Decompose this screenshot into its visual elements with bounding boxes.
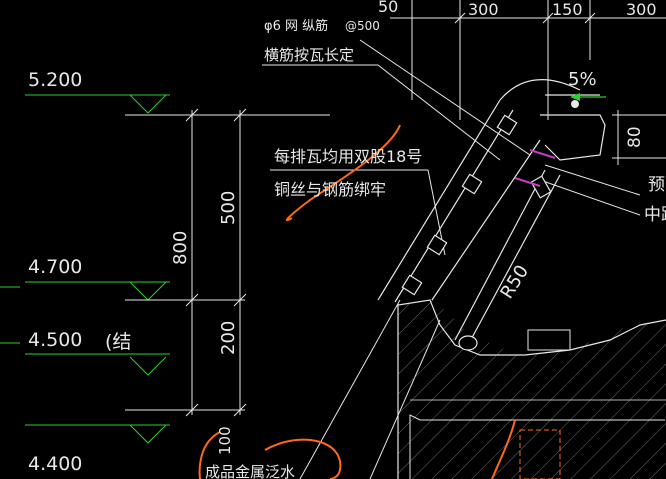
slope-arrow: [570, 93, 606, 108]
elevation-label-5200: 5.200: [28, 69, 82, 91]
top-dimensions: [390, 0, 666, 120]
right-dim-80: 80: [625, 126, 645, 148]
elevation-triangle-5200: [129, 94, 167, 114]
elevation-triangle-4400: [129, 424, 167, 444]
note-rebar-spacing: @500: [345, 19, 380, 33]
note-tie-line1: 每排瓦均用双股18号: [274, 147, 422, 166]
note-tie-line2: 铜丝与钢筋绑牢: [274, 180, 386, 199]
top-dim-300-b: 300: [626, 0, 657, 19]
note-rebar-line2: 横筋按瓦长定: [264, 46, 354, 64]
lower-dim-100: 100: [216, 426, 234, 455]
right-note-1: 预: [648, 175, 665, 195]
concrete-section: [397, 299, 666, 479]
drawing-text: 5.200 4.700 4.500 4.400 800 500 200 50 3…: [28, 0, 666, 479]
structure-note: (结: [105, 331, 131, 353]
markup-stroke-lower-left: [198, 431, 221, 479]
note-rebar-line1: φ6 网 纵筋: [264, 18, 328, 34]
markup-stroke-lower-right: [491, 419, 516, 479]
elevation-label-4500: 4.500: [28, 329, 82, 351]
elevation-triangle-4500: [129, 356, 167, 376]
markup-stroke-upper: [285, 124, 401, 222]
right-note-2: 中距: [644, 205, 666, 225]
tile-clips: [401, 114, 552, 351]
tile-roof: [377, 79, 606, 346]
top-dim-50: 50: [378, 0, 398, 16]
bottom-note: 成品金属泛水: [205, 463, 295, 479]
dim-total-800: 800: [170, 231, 191, 265]
right-dimension: [612, 110, 666, 165]
vertical-dimensions: [125, 108, 330, 417]
elevation-triangle-4700: [129, 281, 167, 301]
slope-label: 5%: [568, 69, 597, 90]
elevation-label-4700: 4.700: [28, 256, 82, 278]
radius-label: R50: [496, 261, 533, 302]
elevation-label-4400: 4.400: [28, 453, 82, 475]
top-dim-150: 150: [552, 0, 583, 19]
dim-lower-200: 200: [218, 321, 239, 355]
rebar-marks: [514, 149, 556, 187]
elevation-markers: [0, 94, 170, 444]
top-dim-300-a: 300: [468, 0, 499, 19]
dim-upper-500: 500: [218, 191, 239, 225]
